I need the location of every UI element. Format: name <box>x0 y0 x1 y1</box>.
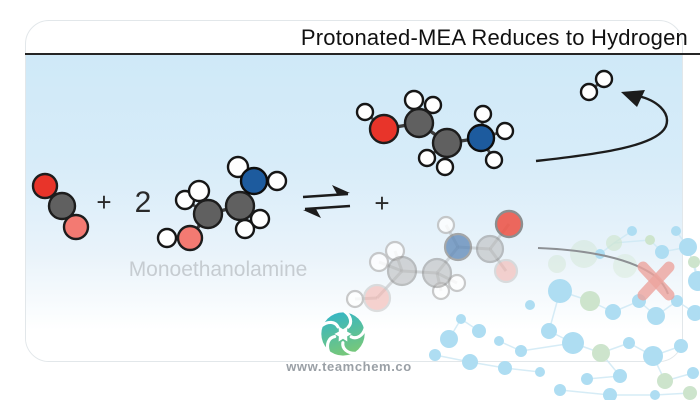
hydrogen-atom <box>266 170 288 192</box>
carbon-atom <box>47 191 77 221</box>
hydrogen-atom <box>417 148 437 168</box>
hydrogen-atom <box>345 289 365 309</box>
nitrogen-atom <box>443 232 473 262</box>
network-nodes <box>429 226 700 400</box>
hydrogen-atom <box>436 215 456 235</box>
oxygen-atom <box>494 209 524 239</box>
nitrogen-atom <box>239 166 269 196</box>
hydrogen-atom <box>423 95 443 115</box>
website-url: www.teamchem.co <box>286 359 412 374</box>
panel-blue-gradient <box>26 55 682 361</box>
carbamate-molecule-faded <box>345 209 524 313</box>
hydrogen-atom <box>447 273 467 293</box>
hydrogen-atom <box>579 82 599 102</box>
hydrogen-atom <box>249 208 271 230</box>
hydrogen-atom <box>484 150 504 170</box>
plus-sign-left: + <box>96 187 111 217</box>
hydrogen-atom <box>403 89 425 111</box>
hydrogen-molecule <box>579 69 614 102</box>
carbon-atom <box>403 107 435 139</box>
mea-molecule <box>156 155 288 252</box>
hydrogen-atom <box>226 155 250 179</box>
page-title: Protonated-MEA Reduces to Hydrogen <box>300 25 688 50</box>
oxygen-atom <box>368 113 400 145</box>
hydrogen-atom <box>435 157 455 177</box>
hydrogen-atom <box>187 179 211 203</box>
hydrogen-atom <box>495 121 515 141</box>
carbon-atom <box>192 198 224 230</box>
equilibrium-arrows-icon <box>302 185 351 218</box>
oxygen-atom <box>176 224 204 252</box>
nitrogen-atom <box>466 123 496 153</box>
title-underline <box>25 53 700 55</box>
red-x-blocked-icon <box>637 261 675 301</box>
carbon-atom <box>421 257 453 289</box>
oxygen-atom <box>493 258 519 284</box>
co2-molecule <box>31 172 90 241</box>
carbon-atom <box>224 190 256 222</box>
hydrogen-atom <box>355 102 375 122</box>
hydrogen-atom <box>473 104 493 124</box>
carbon-atom <box>386 255 418 287</box>
hydrogen-atom <box>368 251 390 273</box>
teamchem-flower-logo-icon <box>320 309 367 356</box>
mea-label: Monoethanolamine <box>129 258 308 281</box>
hydrogen-atom <box>156 227 178 249</box>
plus-sign-right: + <box>374 188 389 218</box>
carbon-atom <box>431 127 463 159</box>
reaction-panel <box>25 20 683 362</box>
carbon-atom <box>475 234 505 264</box>
oxygen-atom <box>31 172 59 200</box>
curved-arrow-to-hydrogen-icon <box>535 90 669 163</box>
hydrogen-atom <box>594 69 614 89</box>
oxygen-atom <box>62 213 90 241</box>
stoichiometric-coefficient: 2 <box>135 186 152 219</box>
oxygen-atom <box>362 283 392 313</box>
protonated-mea-molecule <box>355 89 515 177</box>
